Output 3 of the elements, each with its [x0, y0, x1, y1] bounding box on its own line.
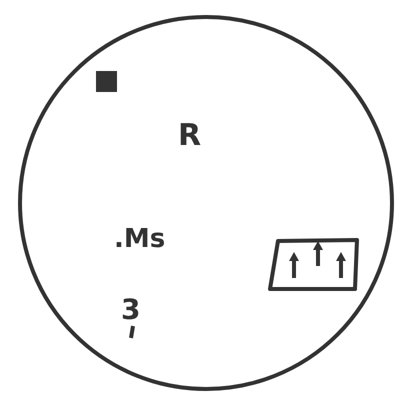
symbol-label: 3 — [121, 296, 140, 324]
symbol-label: .Ms — [114, 226, 166, 252]
symbol-label: R — [178, 121, 202, 151]
